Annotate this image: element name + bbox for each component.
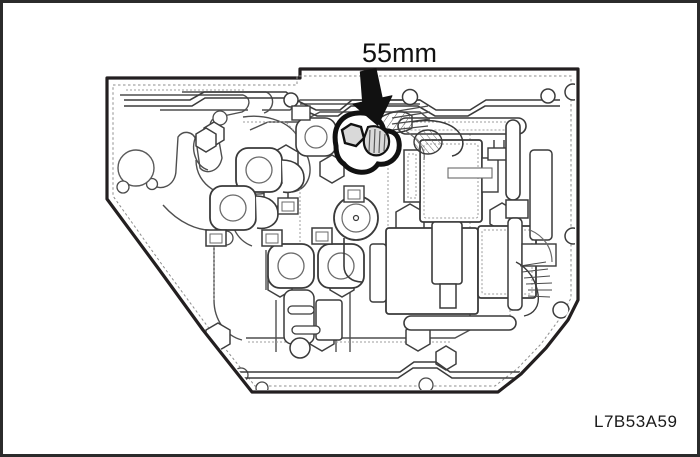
highlighted-hex-bolt <box>332 110 402 175</box>
callout-arrow <box>352 68 393 126</box>
round-valve <box>333 195 379 283</box>
valve-body-internals <box>116 83 575 390</box>
solenoid-blocks <box>283 117 557 359</box>
solenoid-valve <box>229 147 305 209</box>
solenoid-valves <box>205 105 379 289</box>
wire-harness <box>379 105 553 317</box>
drawing-number-label: L7B53A59 <box>594 412 678 431</box>
bottom-flange-edge <box>234 361 520 379</box>
solenoid-valve <box>261 229 315 289</box>
solenoid-valve <box>205 185 279 247</box>
top-flange-edge <box>124 91 560 117</box>
mounting-bolt-holes <box>116 83 575 390</box>
solenoid-valve <box>311 227 365 289</box>
bolt-size-callout-label: 55mm <box>362 38 438 68</box>
